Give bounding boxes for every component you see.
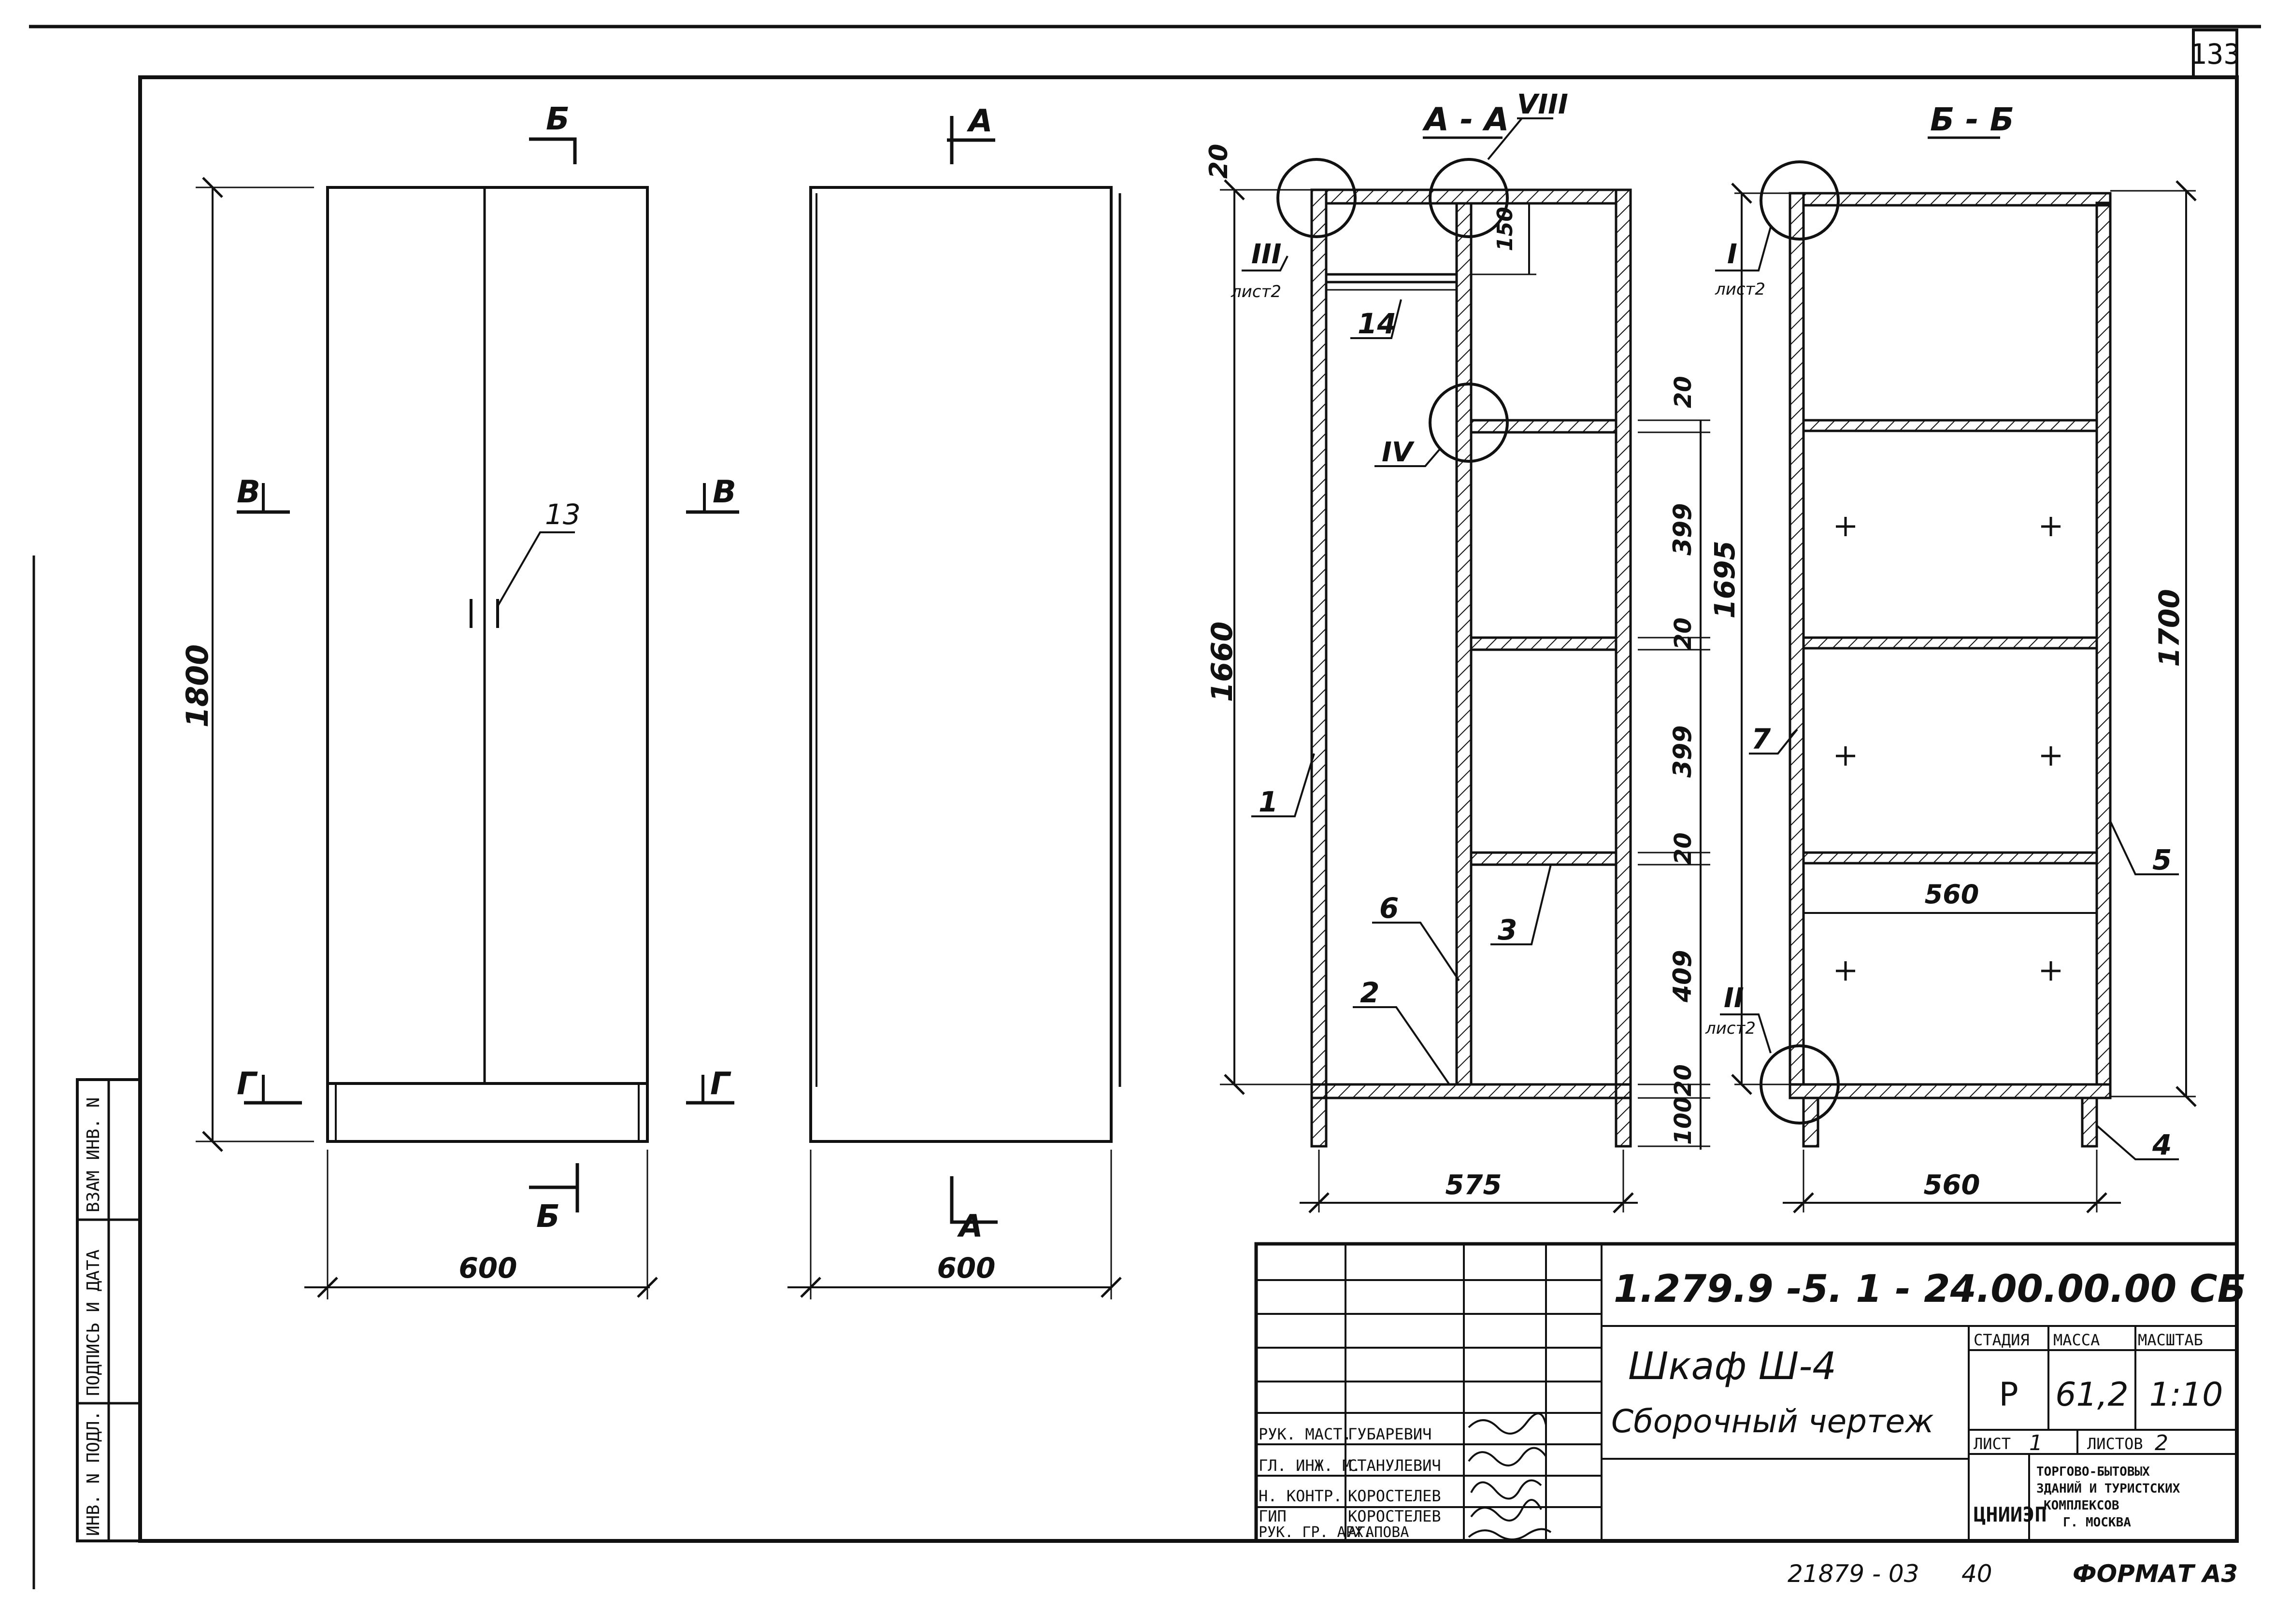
org-name-3: Г. МОСКВА [2063, 1515, 2131, 1530]
side-stamp-vzam: ВЗАМ ИНВ. N [84, 1097, 103, 1212]
aa-height-dim: 1660 [1205, 622, 1239, 702]
bottom-note: 21879 - 03 [1788, 1560, 1919, 1588]
mass-value: 61,2 [2055, 1376, 2128, 1414]
cut-g-left: Г [237, 1066, 258, 1102]
section-bb: Б - Б I лист2 II лист2 7 5 [1705, 101, 2197, 1213]
sheet-value: 1 [2029, 1431, 2043, 1455]
cut-b-top: Б [546, 101, 570, 137]
role-4: РУК. ГР. АРХ. [1259, 1524, 1372, 1541]
front-height-dim: 1800 [180, 644, 215, 728]
name-3: КОРОСТЕЛЕВ [1348, 1507, 1441, 1525]
org-name-2: КОМПЛЕКСОВ [2044, 1498, 2119, 1513]
aa-width-dim: 575 [1446, 1169, 1502, 1201]
role-3: ГИП [1259, 1507, 1287, 1525]
cut-g-right: Г [710, 1066, 731, 1102]
node-1-sheet: лист2 [1715, 280, 1765, 299]
aa-shelf-dim-8: 100 [1670, 1097, 1697, 1145]
callout-2: 2 [1360, 976, 1379, 1009]
role-0: РУК. МАСТ. [1259, 1425, 1352, 1443]
cut-b-bottom: Б [536, 1199, 560, 1235]
node-4-label: IV [1382, 437, 1415, 468]
callout-14: 14 [1358, 307, 1397, 340]
name-1: СТАНУЛЕВИЧ [1348, 1456, 1441, 1475]
side-view: А А 600 [787, 103, 1122, 1299]
aa-shelf-dim-2: 399 [1668, 503, 1697, 556]
stage-value: Р [1999, 1376, 2019, 1414]
aa-shelf-dim-5: 20 [1670, 832, 1697, 865]
scale-value: 1:10 [2149, 1376, 2223, 1414]
side-stamp: ИНВ. N ПОДЛ. ПОДПИСЬ И ДАТА ВЗАМ ИНВ. N [76, 1078, 142, 1542]
aa-shelf-dim-7: 20 [1670, 1064, 1697, 1097]
section-aa-title: А - А [1422, 101, 1509, 138]
cut-a-top: А [966, 103, 993, 139]
sheets-label: ЛИСТОВ [2087, 1435, 2143, 1453]
bb-dim-1700: 1700 [2153, 589, 2186, 667]
drawing-subtitle: Сборочный чертеж [1611, 1403, 1934, 1440]
bb-width-dim: 560 [1924, 1169, 1980, 1201]
cut-v-left: В [237, 474, 260, 510]
callout-7: 7 [1751, 723, 1771, 755]
node-3-label: III [1251, 239, 1282, 270]
title-block: РУК. МАСТ. ГУБАРЕВИЧ ГЛ. ИНЖ. М. СТАНУЛЕ… [1254, 1242, 2246, 1543]
aa-dim-top: 20 [1204, 144, 1233, 179]
sheet-number: 133 [2190, 38, 2241, 71]
mass-header: МАССА [2053, 1331, 2100, 1349]
org-logo: ЦНИИЭП [1974, 1503, 2047, 1526]
sheet-frame: 13 3 [29, 25, 2261, 1589]
aa-shelf-dim-1: 20 [1670, 376, 1697, 408]
hinge-marks [1836, 517, 2061, 981]
aa-dim-150: 150 [1493, 207, 1517, 251]
role-1: ГЛ. ИНЖ. М. [1259, 1456, 1361, 1475]
node-8-label: VIII [1517, 89, 1568, 120]
node-1-label: I [1727, 239, 1737, 270]
section-aa: А - А VIII III лист2 IV 14 1 6 [1204, 89, 1710, 1213]
scale-header: МАСШТАБ [2138, 1331, 2203, 1349]
org-name-0: ТОРГОВО-БЫТОВЫХ [2036, 1465, 2150, 1479]
section-bb-title: Б - Б [1930, 101, 2014, 138]
callout-1: 1 [1259, 785, 1278, 818]
sheets-value: 2 [2155, 1431, 2168, 1455]
role-2: Н. КОНТР. [1259, 1487, 1342, 1505]
side-stamp-inv: ИНВ. N ПОДЛ. [84, 1410, 103, 1536]
format-label: ФОРМАТ А3 [2073, 1560, 2238, 1588]
bb-inner-dim: 560 [1925, 879, 1979, 910]
node-3-sheet: лист2 [1231, 282, 1281, 301]
signatures [1468, 1412, 1552, 1540]
callout-5: 5 [2152, 843, 2172, 876]
callout-4: 4 [2152, 1128, 2172, 1161]
drawing-designation: 1.279.9 -5. 1 - 24.00.00.00 СБ [1614, 1268, 2246, 1311]
callout-6: 6 [1379, 892, 1399, 925]
side-width-dim: 600 [937, 1252, 995, 1284]
cut-a-bottom: А [957, 1209, 983, 1244]
aa-shelf-dim-6: 409 [1668, 950, 1697, 1003]
name-2: КОРОСТЕЛЕВ [1348, 1487, 1441, 1505]
cut-v-right: В [713, 474, 736, 510]
bb-dim-1695: 1695 [1708, 541, 1741, 618]
org-name-1: ЗДАНИЙ И ТУРИСТСКИХ [2036, 1481, 2180, 1496]
aa-shelf-dim-4: 399 [1668, 725, 1697, 778]
aa-shelf-dim-3: 20 [1670, 617, 1697, 650]
front-view: 13 1800 600 Б Б В В Г Г [180, 101, 739, 1299]
callout-3: 3 [1498, 913, 1517, 946]
drawing-title: Шкаф Ш-4 [1628, 1345, 1836, 1388]
bottom-note-2: 40 [1961, 1560, 1992, 1588]
callout-13: 13 [545, 498, 581, 531]
front-width-dim: 600 [458, 1252, 517, 1284]
side-stamp-sign: ПОДПИСЬ И ДАТА [84, 1249, 103, 1396]
sheet-label: ЛИСТ [1974, 1435, 2011, 1453]
node-2-sheet: лист2 [1705, 1019, 1756, 1038]
node-2-label: II [1724, 983, 1744, 1014]
stage-header: СТАДИЯ [1974, 1331, 2030, 1349]
name-0: ГУБАРЕВИЧ [1348, 1425, 1431, 1443]
name-4: АГАПОВА [1348, 1524, 1409, 1541]
